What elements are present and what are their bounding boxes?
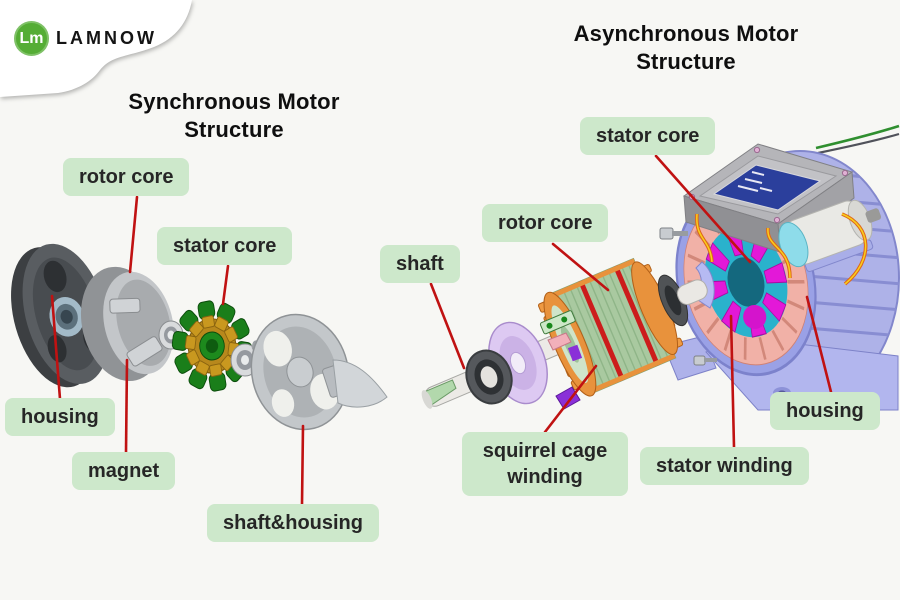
synchronous-title-line2: Structure (184, 117, 284, 142)
logo-brand-text: LAMNOW (56, 28, 157, 48)
sync-magnet-ring (80, 266, 174, 382)
leader-async-rotor-core (551, 242, 610, 292)
label-sync-magnet: magnet (72, 452, 176, 490)
sync-housing-end-cap (11, 243, 110, 388)
asynchronous-title-line2: Structure (636, 49, 736, 74)
async-motor-view (421, 124, 900, 411)
sync-shaft-and-housing (250, 313, 388, 431)
asynchronous-title: Asynchronous Motor Structure (530, 20, 842, 76)
synchronous-title: Synchronous Motor Structure (90, 88, 378, 144)
label-sync-housing: housing (5, 398, 115, 436)
supply-wires (815, 124, 900, 155)
sync-stator-core (171, 300, 253, 392)
label-async-rotor-core: rotor core (482, 204, 609, 242)
leader-async-shaft (429, 282, 466, 370)
leader-async-stator-core (654, 154, 752, 264)
logo-monogram-circle: Lm (14, 21, 49, 56)
leader-sync-shaft-housing (300, 424, 305, 506)
leader-async-stator-wind (729, 314, 736, 449)
logo-background-shape (0, 0, 192, 97)
leader-async-squirrel (543, 364, 598, 434)
leader-sync-housing (50, 294, 62, 401)
async-bearing (465, 349, 513, 405)
label-sync-shaft-housing: shaft&housing (207, 504, 379, 542)
leader-async-housing (805, 295, 833, 394)
label-sync-rotor-core: rotor core (63, 158, 190, 196)
logo: Lm LAMNOW (0, 0, 210, 105)
housing-bolt (659, 227, 717, 366)
leader-lines (50, 154, 833, 506)
asynchronous-title-line1: Asynchronous Motor (573, 21, 799, 46)
label-sync-stator-core: stator core (157, 227, 293, 265)
label-async-stator-winding: stator winding (640, 447, 809, 485)
label-async-shaft: shaft (380, 245, 460, 283)
sync-motor-exploded-view (11, 243, 388, 431)
leader-sync-rotor-core (128, 195, 139, 274)
terminal-wires (695, 212, 868, 286)
label-async-stator-core: stator core (580, 117, 716, 155)
label-async-housing: housing (770, 392, 880, 430)
leader-sync-magnet (124, 358, 129, 454)
label-async-squirrel-cage-winding: squirrel cage winding (462, 432, 628, 496)
synchronous-title-line1: Synchronous Motor (128, 89, 340, 114)
leader-sync-stator-core (221, 264, 230, 306)
logo-monogram: Lm (19, 29, 44, 47)
rotor-end-parts (539, 310, 583, 410)
